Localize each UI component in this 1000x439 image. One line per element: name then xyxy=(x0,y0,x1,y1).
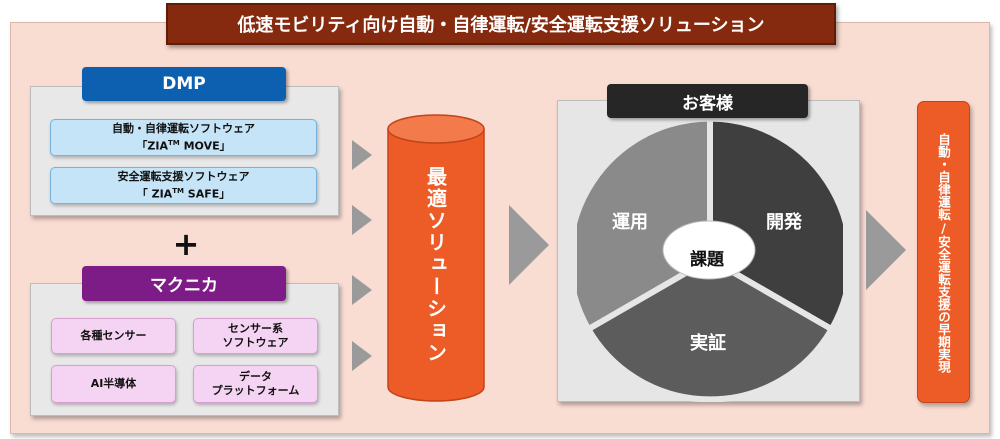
dmp-item-line1: 安全運転支援ソフトウェア xyxy=(117,170,250,184)
makunika-item-sensor-software: センサー系 ソフトウェア xyxy=(193,318,318,354)
solution-to-customer-arrow xyxy=(509,205,549,285)
input-arrow-1 xyxy=(352,140,372,170)
dmp-item-line2: 「 ZIATM SAFE」 xyxy=(136,187,231,201)
dmp-item-line1: 自動・自律運転ソフトウェア xyxy=(112,122,255,136)
result-box xyxy=(917,101,970,403)
segment-label-jissho: 実証 xyxy=(690,333,726,354)
center-ellipse xyxy=(662,220,756,280)
makunika-item-data-platform: データ プラットフォーム xyxy=(193,365,318,403)
input-arrow-3 xyxy=(352,275,372,305)
segment-jissho xyxy=(584,255,836,402)
customer-to-result-arrow xyxy=(866,210,906,290)
center-label-kadai: 課題 xyxy=(690,249,724,270)
segment-label-kaihatsu: 開発 xyxy=(766,212,802,233)
segment-label-unyo: 運用 xyxy=(612,212,648,233)
solution-cylinder xyxy=(387,114,485,402)
plus-sign: + xyxy=(172,225,200,263)
customer-header: お客様 xyxy=(607,84,808,118)
dmp-header: DMP xyxy=(82,67,286,101)
makunika-header: マクニカ xyxy=(82,266,286,301)
dmp-item-line2: 「ZIATM MOVE」 xyxy=(136,139,231,153)
makunika-item-sensors: 各種センサー xyxy=(51,318,176,354)
makunika-item-ai-semiconductor: AI半導体 xyxy=(51,365,176,403)
solution-label: 最適ソリューション xyxy=(423,166,448,364)
dmp-item-zia-safe: 安全運転支援ソフトウェア 「 ZIATM SAFE」 xyxy=(50,167,317,204)
result-label: 自動・自律運転/安全運転支援の早期実現 xyxy=(936,133,951,373)
input-arrow-2 xyxy=(352,205,372,235)
dmp-item-zia-move: 自動・自律運転ソフトウェア 「ZIATM MOVE」 xyxy=(50,119,317,156)
main-title: 低速モビリティ向け自動・自律運転/安全運転支援ソリューション xyxy=(166,3,836,45)
customer-cycle-pie xyxy=(577,116,843,402)
input-arrow-4 xyxy=(352,341,372,371)
